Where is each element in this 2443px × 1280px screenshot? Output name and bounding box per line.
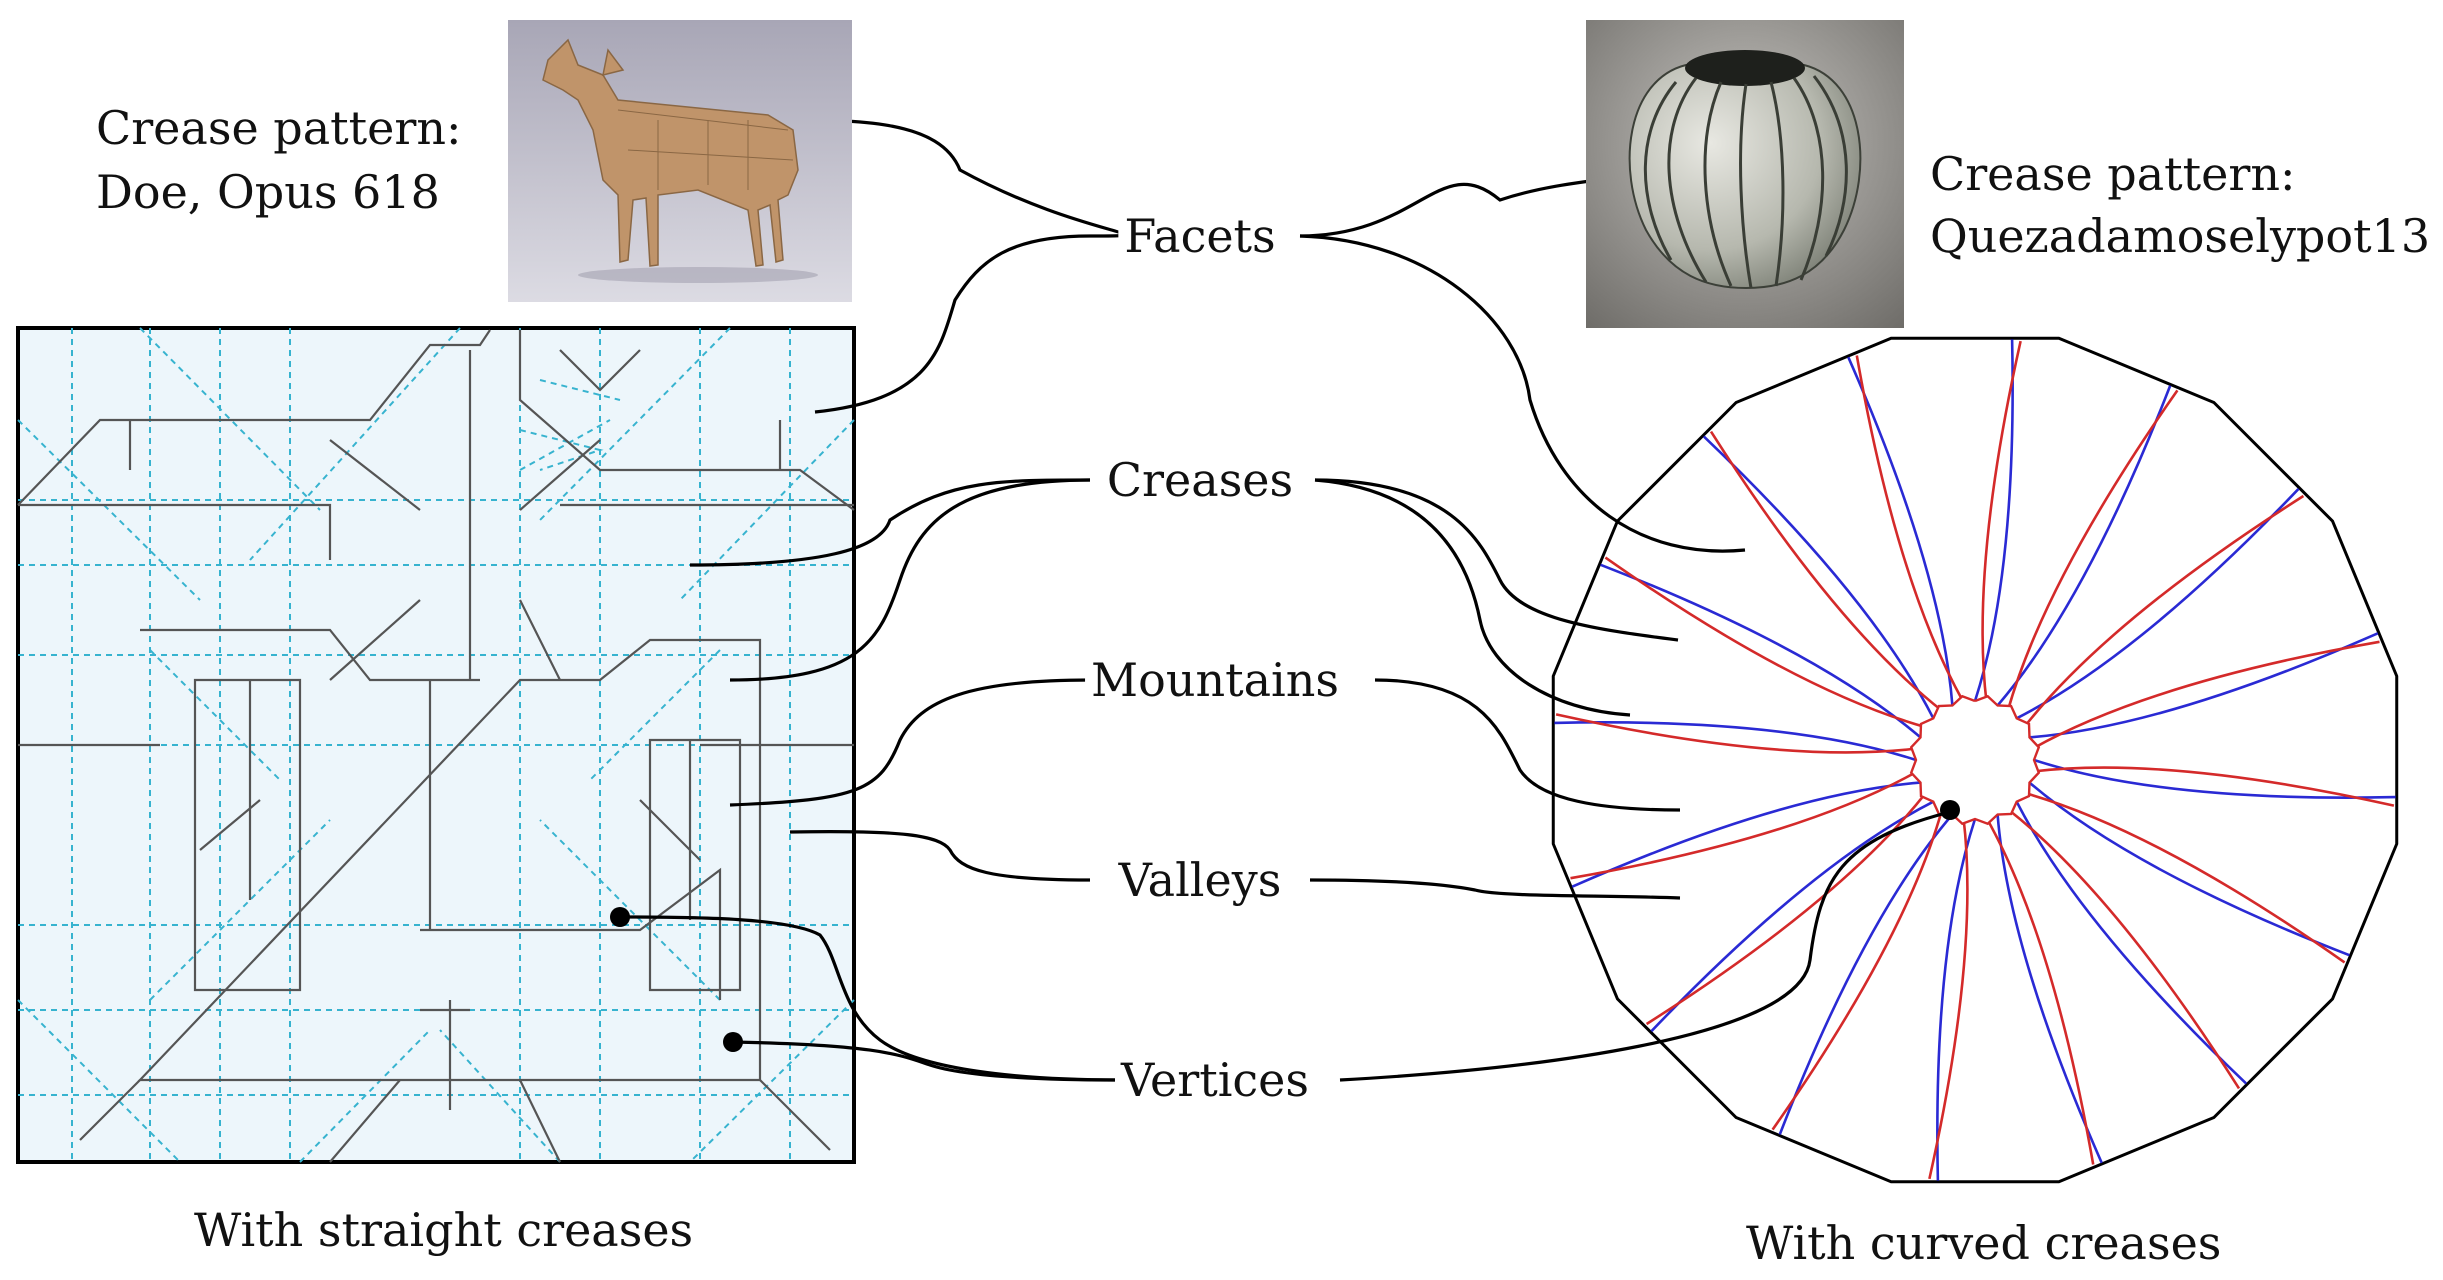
mountain-crease	[1928, 817, 1969, 1180]
mountain-crease	[1985, 817, 2095, 1165]
mountain-crease	[1604, 556, 1927, 729]
leader-lines	[619, 118, 1951, 1082]
left-bottom-label: With straight creases	[194, 1203, 694, 1257]
straight-valley-lines	[17, 327, 855, 1163]
vertices-label: Vertices	[1115, 1052, 1315, 1108]
left-caption-line2: Doe, Opus 618	[96, 165, 440, 219]
mountain-crease	[1709, 430, 1944, 712]
mountain-crease	[2032, 766, 2395, 807]
valley-crease	[1571, 781, 1921, 888]
mountain-crease	[1981, 340, 2022, 703]
mountain-crease	[1570, 770, 1918, 880]
mountain-crease	[2006, 389, 2179, 712]
creases-label: Creases	[1100, 452, 1300, 508]
valley-crease	[1554, 721, 1917, 762]
mountain-crease	[2023, 791, 2346, 964]
valleys-label: Valleys	[1112, 852, 1288, 908]
center-hole-ring	[1909, 694, 2041, 826]
mountain-crease	[1645, 791, 1927, 1026]
mountain-crease	[1855, 355, 1965, 703]
origami-doe-photo	[508, 20, 852, 302]
origami-pot-photo	[1586, 20, 1904, 328]
mountain-crease	[1555, 713, 1918, 754]
mountain-crease	[2023, 494, 2305, 729]
vertex-dot	[1940, 800, 1960, 820]
valley-crease	[1936, 818, 1977, 1181]
valley-crease	[1847, 356, 1954, 706]
valley-crease	[2029, 632, 2379, 739]
valley-crease	[2028, 781, 2350, 957]
mountains-label: Mountains	[1085, 652, 1345, 708]
mountain-crease	[1771, 808, 1944, 1131]
mountain-crease	[2006, 808, 2241, 1090]
valley-crease	[2016, 487, 2300, 720]
valley-crease	[1996, 385, 2172, 707]
right-bottom-label: With curved creases	[1746, 1216, 2222, 1270]
valley-crease	[2015, 801, 2248, 1085]
valley-crease	[1973, 339, 2014, 702]
straight-crease-pattern	[16, 326, 856, 1164]
valley-crease	[1778, 813, 1954, 1135]
curved-crease-pattern	[1551, 336, 2399, 1184]
valley-crease	[2033, 758, 2396, 799]
valley-crease	[1702, 435, 1935, 719]
left-caption-line1: Crease pattern:	[96, 101, 462, 155]
right-caption-line2: Quezadamoselypot13	[1930, 209, 2431, 263]
valley-crease	[1600, 563, 1922, 739]
facets-label: Facets	[1118, 208, 1282, 264]
mountain-crease	[2032, 640, 2380, 750]
right-caption-line1: Crease pattern:	[1930, 147, 2296, 201]
valley-crease	[1996, 814, 2103, 1164]
straight-mountain-lines	[17, 329, 855, 1163]
valley-crease	[1650, 800, 1934, 1033]
